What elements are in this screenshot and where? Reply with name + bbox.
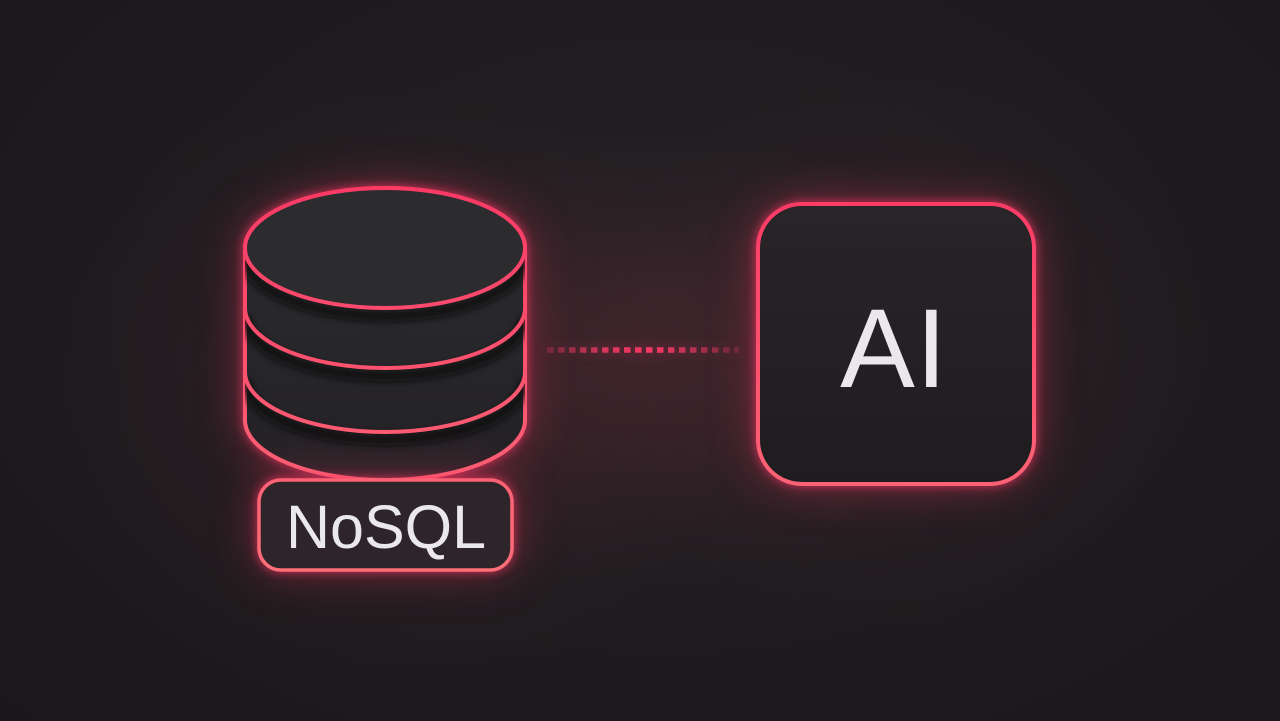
- database-cylinder-icon: [243, 186, 527, 482]
- database-top-cap: [243, 186, 527, 310]
- nosql-label-background: [257, 478, 514, 572]
- ai-node: AI: [756, 202, 1036, 486]
- database-rim-shadows: [245, 255, 525, 446]
- ai-node-label: AI: [840, 286, 948, 411]
- nosql-label-box: NoSQL: [257, 478, 514, 572]
- database-rim-2: [243, 371, 527, 434]
- database-rim-1: [243, 307, 527, 370]
- ai-node-box: [756, 202, 1036, 486]
- nosql-label: NoSQL: [286, 493, 486, 561]
